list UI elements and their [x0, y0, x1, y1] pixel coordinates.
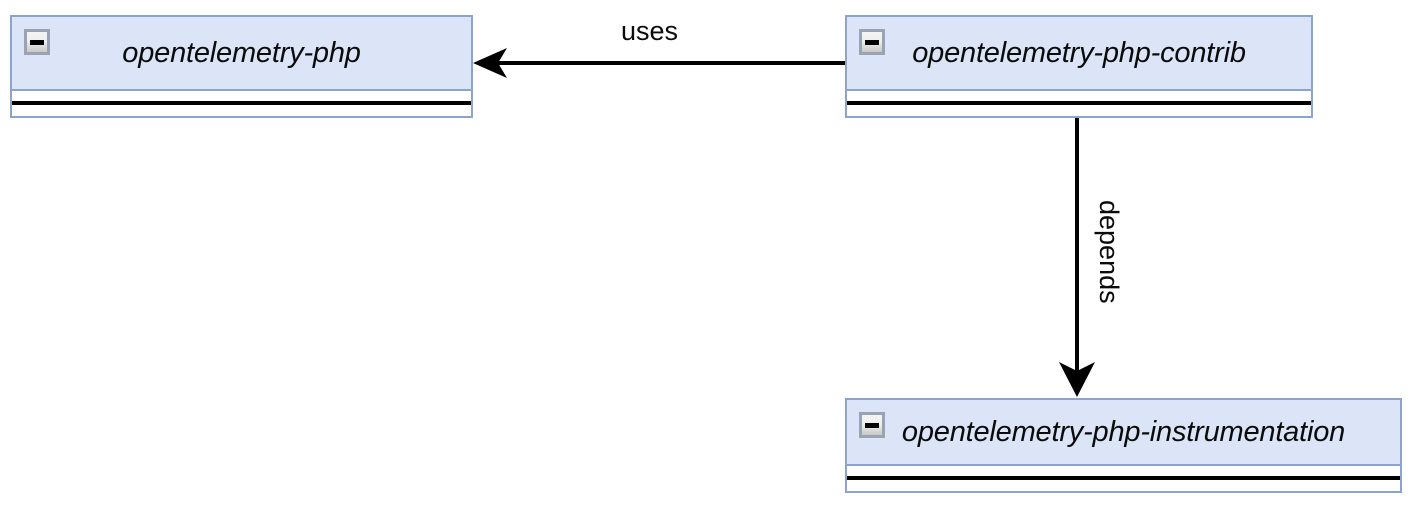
edge-label-depends: depends: [1094, 200, 1124, 304]
node-compartment-upper: [847, 466, 1400, 476]
edge-depends: [1059, 118, 1095, 397]
node-compartment-upper: [847, 91, 1311, 102]
collapse-minus-icon[interactable]: [24, 29, 50, 55]
node-header-opentelemetry-php: opentelemetry-php: [12, 17, 471, 91]
edge-uses: [473, 48, 845, 78]
collapse-minus-icon[interactable]: [859, 412, 885, 438]
node-compartment-divider: [847, 101, 1311, 106]
node-title-opentelemetry-php-instrumentation: opentelemetry-php-instrumentation: [901, 415, 1346, 448]
edge-depends-arrowhead: [1059, 362, 1095, 397]
edge-label-uses: uses: [621, 16, 679, 46]
node-compartment-lower: [12, 105, 471, 116]
minus-glyph: [865, 422, 879, 428]
minus-glyph: [865, 39, 879, 45]
node-compartment-upper: [12, 91, 471, 102]
node-title-opentelemetry-php-contrib: opentelemetry-php-contrib: [912, 36, 1246, 69]
node-compartment-lower: [847, 480, 1400, 491]
collapse-minus-icon[interactable]: [859, 29, 885, 55]
minus-glyph: [30, 39, 44, 45]
node-opentelemetry-php[interactable]: opentelemetry-php: [10, 15, 473, 118]
node-header-opentelemetry-php-instrumentation: opentelemetry-php-instrumentation: [847, 400, 1400, 466]
edge-uses-arrowhead: [473, 48, 507, 78]
node-opentelemetry-php-instrumentation[interactable]: opentelemetry-php-instrumentation: [845, 398, 1402, 493]
node-compartment-divider: [12, 101, 471, 106]
node-opentelemetry-php-contrib[interactable]: opentelemetry-php-contrib: [845, 15, 1313, 118]
node-title-opentelemetry-php: opentelemetry-php: [122, 36, 361, 69]
node-compartment-lower: [847, 105, 1311, 116]
node-compartment-divider: [847, 476, 1400, 480]
node-header-opentelemetry-php-contrib: opentelemetry-php-contrib: [847, 17, 1311, 91]
